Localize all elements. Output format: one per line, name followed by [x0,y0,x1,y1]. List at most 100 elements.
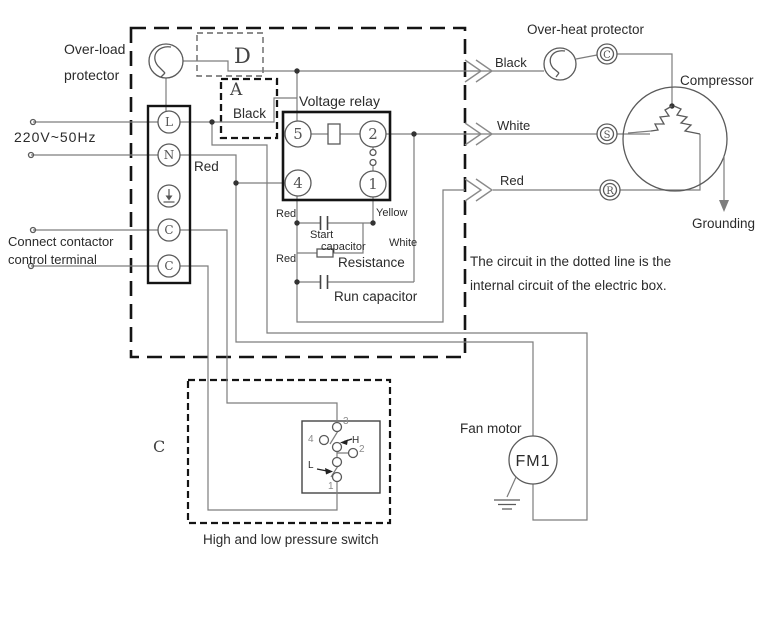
switch-lever-l [330,465,339,478]
l-arrow-head [325,468,333,475]
plug-d-box [196,32,264,77]
junction-dots [209,68,675,285]
c1-to-switch-wire [180,229,338,422]
terminal-N [157,143,181,167]
compressor-terminal-R: R [599,179,621,201]
compressor-winding-right [673,105,701,135]
relay-terminal-5-label: 5 [293,125,303,143]
compressor: C S R [596,43,729,212]
overheat-protector-symbol [543,47,577,81]
compressor-terminal-C-label: C [603,50,611,61]
wire-end-terminal [29,226,37,234]
switch-label-h: H [352,435,359,446]
start-capacitor-label-line1: Start [310,229,333,241]
relay-coil-symbol [327,123,341,145]
l-arrow-line [316,468,328,472]
junction-dot [294,279,300,285]
c-to-compressor-wire [617,53,673,106]
resistance-symbol [316,248,334,258]
switch-label-2: 2 [359,444,365,455]
overload-protector-symbol [148,43,184,79]
resistance-red-label: Red [276,253,296,265]
pressure-switch: 3 4 2 1 H L [308,416,365,492]
switch-contact-l [331,456,343,468]
black-connector-chevron [464,59,483,83]
plug-c-label: C [153,437,165,456]
switch-label-1: 1 [328,481,334,492]
switch-lever-h [329,430,339,445]
terminal-block-body [146,104,192,285]
terminal-C1 [157,218,181,242]
switch-mid-link [336,451,349,458]
junction-dot [370,220,376,226]
yellow-wire-label: Yellow [376,207,407,219]
grounding-label: Grounding [692,216,755,231]
switch-contact-h [331,441,343,453]
junction-dot [233,180,239,186]
black-wire-run [183,60,544,72]
fan-motor: FM1 [494,435,558,510]
voltage-relay: 5 2 4 1 [281,110,392,202]
L-wire [180,97,297,123]
L-branch-to-fan [211,122,588,521]
neutral-branch-to-fan [235,183,534,436]
fan-ground-bars [494,499,520,510]
compressor-terminal-R-label: R [606,186,614,197]
wire-end-terminal [27,262,35,270]
junction-dot [411,131,417,137]
ground-arrow [165,195,173,201]
wire-end-terminal [27,151,35,159]
note-line1: The circuit in the dotted line is the [470,254,671,269]
relay-terminal-2 [359,120,387,148]
voltage-relay-body [281,110,392,202]
switch-contact-2 [347,447,359,459]
c2-to-switch-wire [180,265,338,511]
relay-terminal-4 [284,169,312,197]
r-to-winding-wire [620,134,701,191]
start-cap-red-label: Red [276,208,296,220]
terminal-C2 [157,254,181,278]
red-connector-chevron [475,178,494,202]
fan-ground-lead [506,476,517,498]
junction-dot [209,119,215,125]
black-wire-label: Black [495,55,527,70]
black-connector-chevron [475,59,494,83]
overheat-to-c-link [575,54,598,60]
white-wire-inner-label: White [389,237,417,249]
internal-wiring [165,53,701,521]
start-capacitor-symbol [319,216,329,230]
pressure-switch-inner-box [301,420,381,494]
overload-protector [148,43,184,79]
pressure-switch-label: High and low pressure switch [203,532,379,547]
overload-label-line2: protector [64,67,120,83]
fan-motor-label: Fan motor [460,421,522,436]
compressor-terminal-S-label: S [604,130,611,141]
plug-a-label: A [229,80,243,100]
white-connector-chevron [464,122,483,146]
capacitor-symbols [316,216,334,289]
contactor-note-line1: Connect contactor [8,234,114,249]
terminal-L [157,110,181,134]
terminal-C2-label: C [164,259,173,273]
plug-d-label: D [234,44,251,68]
relay-terminal-4-label: 4 [293,174,303,192]
terminal-L-label: L [165,115,173,129]
overheat-protector-element [549,50,566,78]
terminal-C1-label: C [164,223,173,237]
relay-contact [369,148,377,157]
compressor-terminal-C: C [596,43,618,65]
start-cap-wire [297,197,374,224]
relay-terminal-5 [284,120,312,148]
start-capacitor-label-line2: capacitor [321,241,366,253]
terminal-inner [602,182,618,198]
plug-a-box [219,77,279,140]
run-capacitor-label: Run capacitor [334,289,418,304]
switch-contact-3 [331,421,343,433]
winding-left-lead [627,130,652,134]
resistance-branch-wire [297,223,364,254]
red-wire-label: Red [500,173,524,188]
plug-a-wire-label: Black [233,106,266,121]
overload-label-line1: Over-load [64,41,125,57]
